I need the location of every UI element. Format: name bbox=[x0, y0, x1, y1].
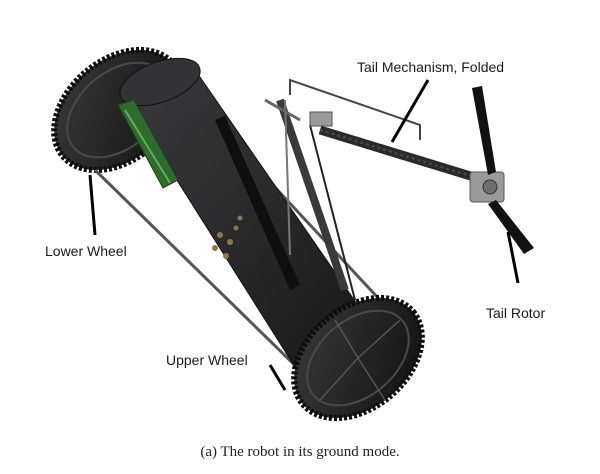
cylinder-body bbox=[117, 57, 376, 376]
pointer-tail-mechanism bbox=[390, 79, 430, 143]
tail-rotor-shape bbox=[469, 86, 534, 254]
pointer-lower-wheel bbox=[88, 174, 97, 236]
pointer-tail-rotor bbox=[506, 231, 520, 284]
pointer-lines bbox=[88, 79, 520, 391]
figure-caption: (a) The robot in its ground mode. bbox=[200, 444, 400, 460]
pointer-upper-wheel bbox=[268, 364, 287, 391]
label-tail-rotor: Tail Rotor bbox=[486, 305, 546, 321]
upper-wheel-shape bbox=[291, 294, 425, 422]
label-lower-wheel: Lower Wheel bbox=[45, 243, 127, 259]
label-tail-mechanism: Tail Mechanism, Folded bbox=[357, 59, 505, 75]
label-upper-wheel: Upper Wheel bbox=[166, 352, 248, 368]
